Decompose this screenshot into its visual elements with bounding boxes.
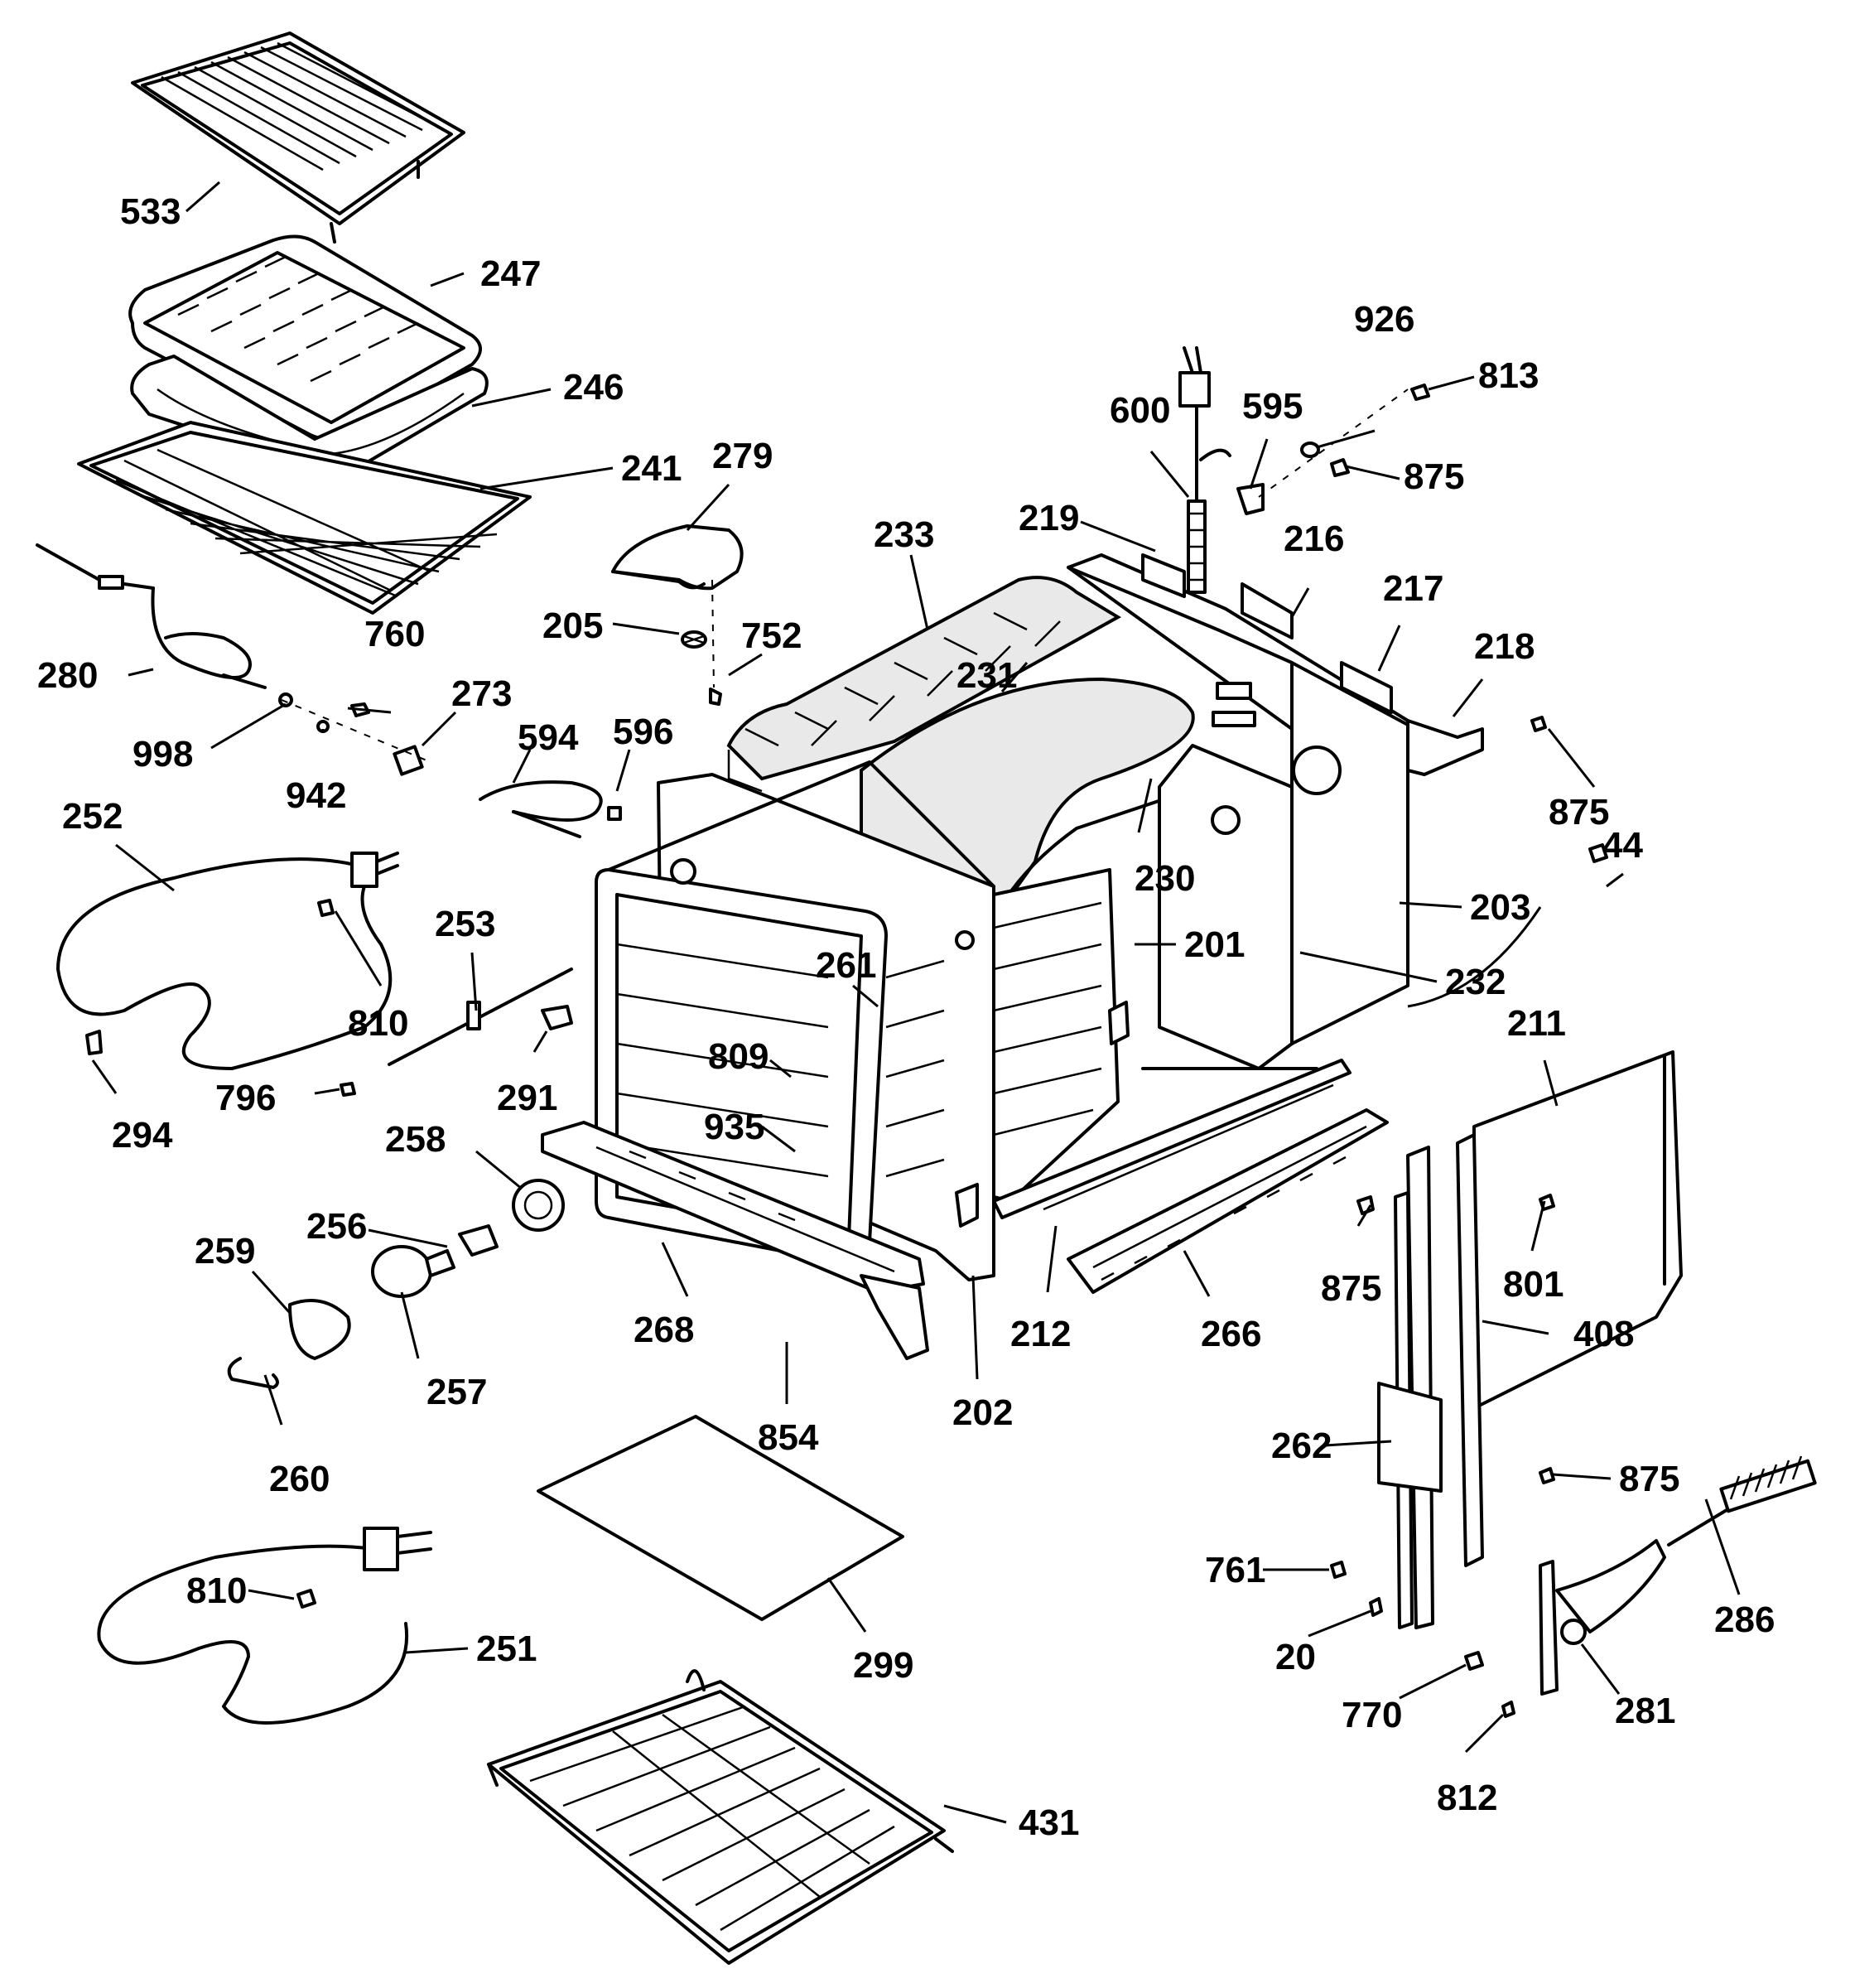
hinge-fasteners xyxy=(1330,843,1608,1718)
part-261: 261 xyxy=(816,945,876,986)
part-217: 217 xyxy=(1383,568,1443,609)
oven-rack-top xyxy=(131,31,465,244)
part-216: 216 xyxy=(1284,519,1344,559)
temperature-sensor-probe xyxy=(36,543,267,689)
part-770: 770 xyxy=(1342,1695,1402,1735)
part-241: 241 xyxy=(621,448,682,489)
part-291: 291 xyxy=(497,1078,557,1118)
part-760: 760 xyxy=(364,614,425,654)
part-280: 280 xyxy=(37,655,98,696)
part-268: 268 xyxy=(634,1310,694,1350)
part-801: 801 xyxy=(1503,1264,1564,1305)
part-246: 246 xyxy=(563,367,624,408)
part-594: 594 xyxy=(518,717,579,758)
part-211: 211 xyxy=(1507,1003,1566,1044)
screw-752 xyxy=(709,579,722,706)
part-279: 279 xyxy=(712,436,773,476)
part-231: 231 xyxy=(956,655,1017,696)
part-273: 273 xyxy=(451,673,512,714)
part-266: 266 xyxy=(1201,1314,1261,1354)
part-796: 796 xyxy=(215,1078,276,1118)
oven-liner xyxy=(976,868,1130,1203)
part-286: 286 xyxy=(1714,1600,1775,1640)
wiring-harness-594 xyxy=(479,780,622,838)
element-screws xyxy=(85,899,335,1609)
bracket-595 xyxy=(1236,483,1265,515)
part-408: 408 xyxy=(1573,1314,1634,1354)
part-281: 281 xyxy=(1615,1691,1675,1731)
oven-rack-broil xyxy=(77,421,532,615)
door-gasket-strips xyxy=(1377,1133,1484,1629)
broiler-pan-insert xyxy=(128,234,482,441)
part-247: 247 xyxy=(480,253,541,294)
oven-light-assembly xyxy=(227,1179,565,1389)
side-panel-211 xyxy=(1472,1050,1683,1410)
part-256: 256 xyxy=(306,1206,367,1247)
part-230: 230 xyxy=(1135,858,1195,899)
part-533: 533 xyxy=(120,191,181,232)
part-251: 251 xyxy=(476,1629,537,1669)
probe-fasteners xyxy=(278,692,431,776)
oven-bottom-268 xyxy=(541,1121,929,1360)
part-205: 205 xyxy=(542,606,603,646)
part-596: 596 xyxy=(613,712,673,752)
vent-rail-266 xyxy=(1067,1108,1389,1294)
part-203: 203 xyxy=(1470,887,1530,928)
part-258: 258 xyxy=(385,1119,446,1160)
part-201: 201 xyxy=(1184,924,1245,965)
part-810-b: 810 xyxy=(186,1571,247,1611)
part-595: 595 xyxy=(1242,386,1303,427)
part-232: 232 xyxy=(1445,962,1506,1002)
part-600: 600 xyxy=(1110,390,1170,431)
oven-outer-wrapper-230 xyxy=(1141,744,1318,1070)
part-854: 854 xyxy=(758,1417,819,1458)
part-810-a: 810 xyxy=(348,1003,408,1044)
part-998: 998 xyxy=(132,734,193,774)
lamp-socket-205 xyxy=(681,630,707,649)
broil-element xyxy=(56,852,399,1070)
part-233: 233 xyxy=(874,514,934,555)
oven-insulation-blanket xyxy=(726,576,1121,793)
part-875-a: 875 xyxy=(1404,456,1464,497)
part-299: 299 xyxy=(853,1645,913,1686)
part-259: 259 xyxy=(195,1231,255,1271)
part-875-b: 875 xyxy=(1549,792,1609,832)
part-294: 294 xyxy=(112,1115,173,1156)
part-labels: 533 247 246 241 279 233 205 752 231 600 … xyxy=(37,191,1775,1843)
part-875-c: 875 xyxy=(1321,1268,1381,1309)
part-875-d: 875 xyxy=(1619,1459,1679,1499)
oven-bottom-trim-212 xyxy=(992,1059,1352,1219)
part-212: 212 xyxy=(1010,1314,1071,1354)
door-spring-286 xyxy=(1667,1455,1817,1546)
part-431: 431 xyxy=(1019,1802,1079,1843)
part-812: 812 xyxy=(1437,1778,1497,1818)
part-752: 752 xyxy=(741,615,802,656)
part-20: 20 xyxy=(1275,1637,1316,1677)
part-202: 202 xyxy=(952,1392,1013,1433)
hinge-cover xyxy=(611,524,744,591)
door-hinge-281 xyxy=(1539,1539,1666,1696)
oven-rack-bottom xyxy=(487,1669,954,1965)
part-942: 942 xyxy=(286,775,346,816)
terminal-block-600 xyxy=(1178,346,1231,594)
bake-element xyxy=(97,1527,432,1725)
part-809: 809 xyxy=(708,1036,768,1077)
part-257: 257 xyxy=(426,1372,487,1412)
part-761: 761 xyxy=(1205,1550,1265,1590)
part-44: 44 xyxy=(1602,825,1643,866)
part-252: 252 xyxy=(62,796,123,837)
oven-bottom-panel-299 xyxy=(537,1415,904,1621)
part-219: 219 xyxy=(1019,498,1079,538)
part-260: 260 xyxy=(269,1459,330,1499)
part-253: 253 xyxy=(435,904,495,944)
part-813: 813 xyxy=(1478,355,1539,396)
part-935: 935 xyxy=(704,1107,764,1147)
part-218: 218 xyxy=(1474,626,1535,667)
part-262: 262 xyxy=(1271,1426,1332,1466)
part-926: 926 xyxy=(1354,299,1414,340)
leader-lines xyxy=(91,181,1741,1824)
